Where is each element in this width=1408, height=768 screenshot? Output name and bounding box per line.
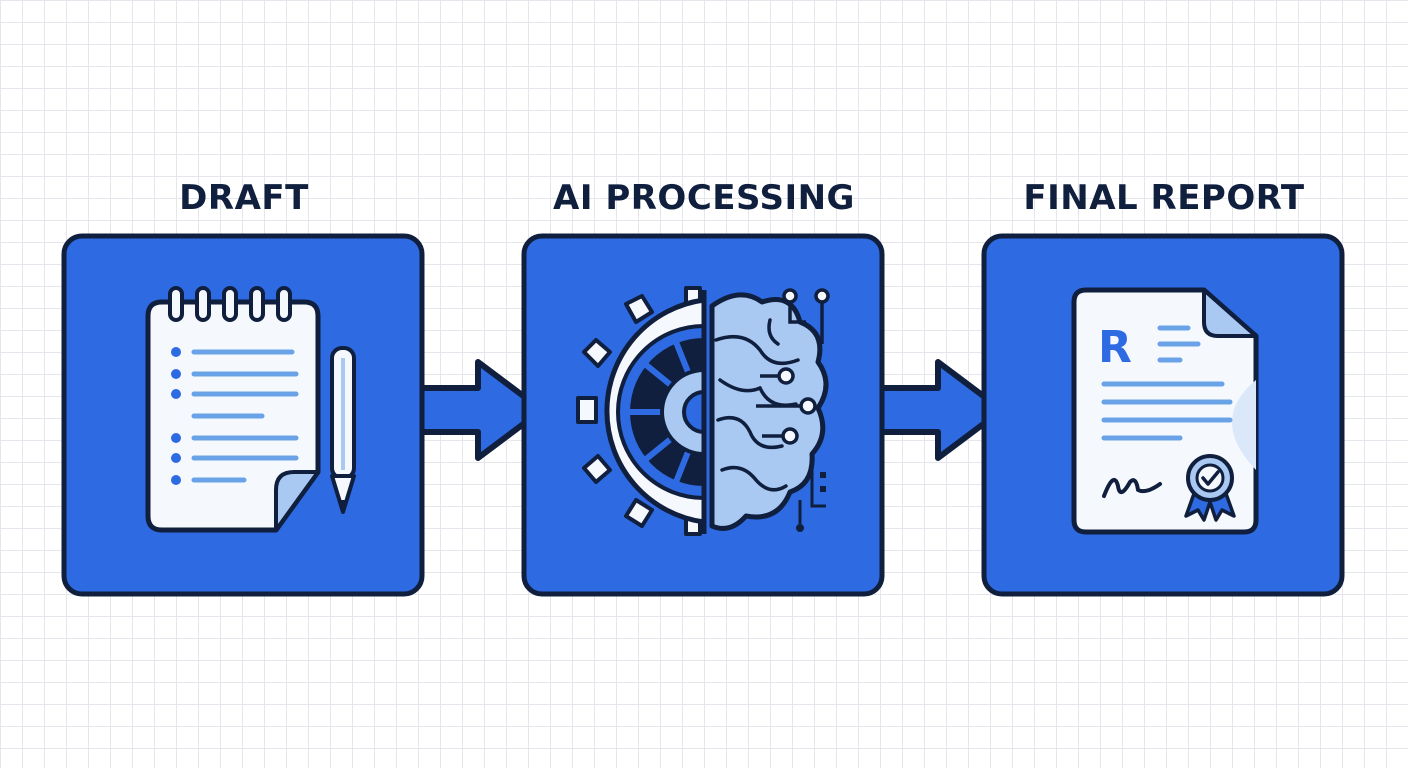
certified-document-icon: R xyxy=(1071,287,1259,535)
flow-arrow-1 xyxy=(417,359,545,461)
gear-brain-icon xyxy=(576,286,830,536)
report-logo-letter: R xyxy=(1098,322,1132,373)
stage-title-final-report: FINAL REPORT xyxy=(1023,178,1305,218)
certificate-seal-icon xyxy=(1184,454,1236,522)
stage-title-draft: DRAFT xyxy=(179,178,309,218)
flow-arrow-2 xyxy=(877,359,1005,461)
pencil-icon xyxy=(330,346,356,514)
notepad-pencil-icon xyxy=(145,286,356,533)
stage-title-ai-processing: AI PROCESSING xyxy=(553,178,855,218)
